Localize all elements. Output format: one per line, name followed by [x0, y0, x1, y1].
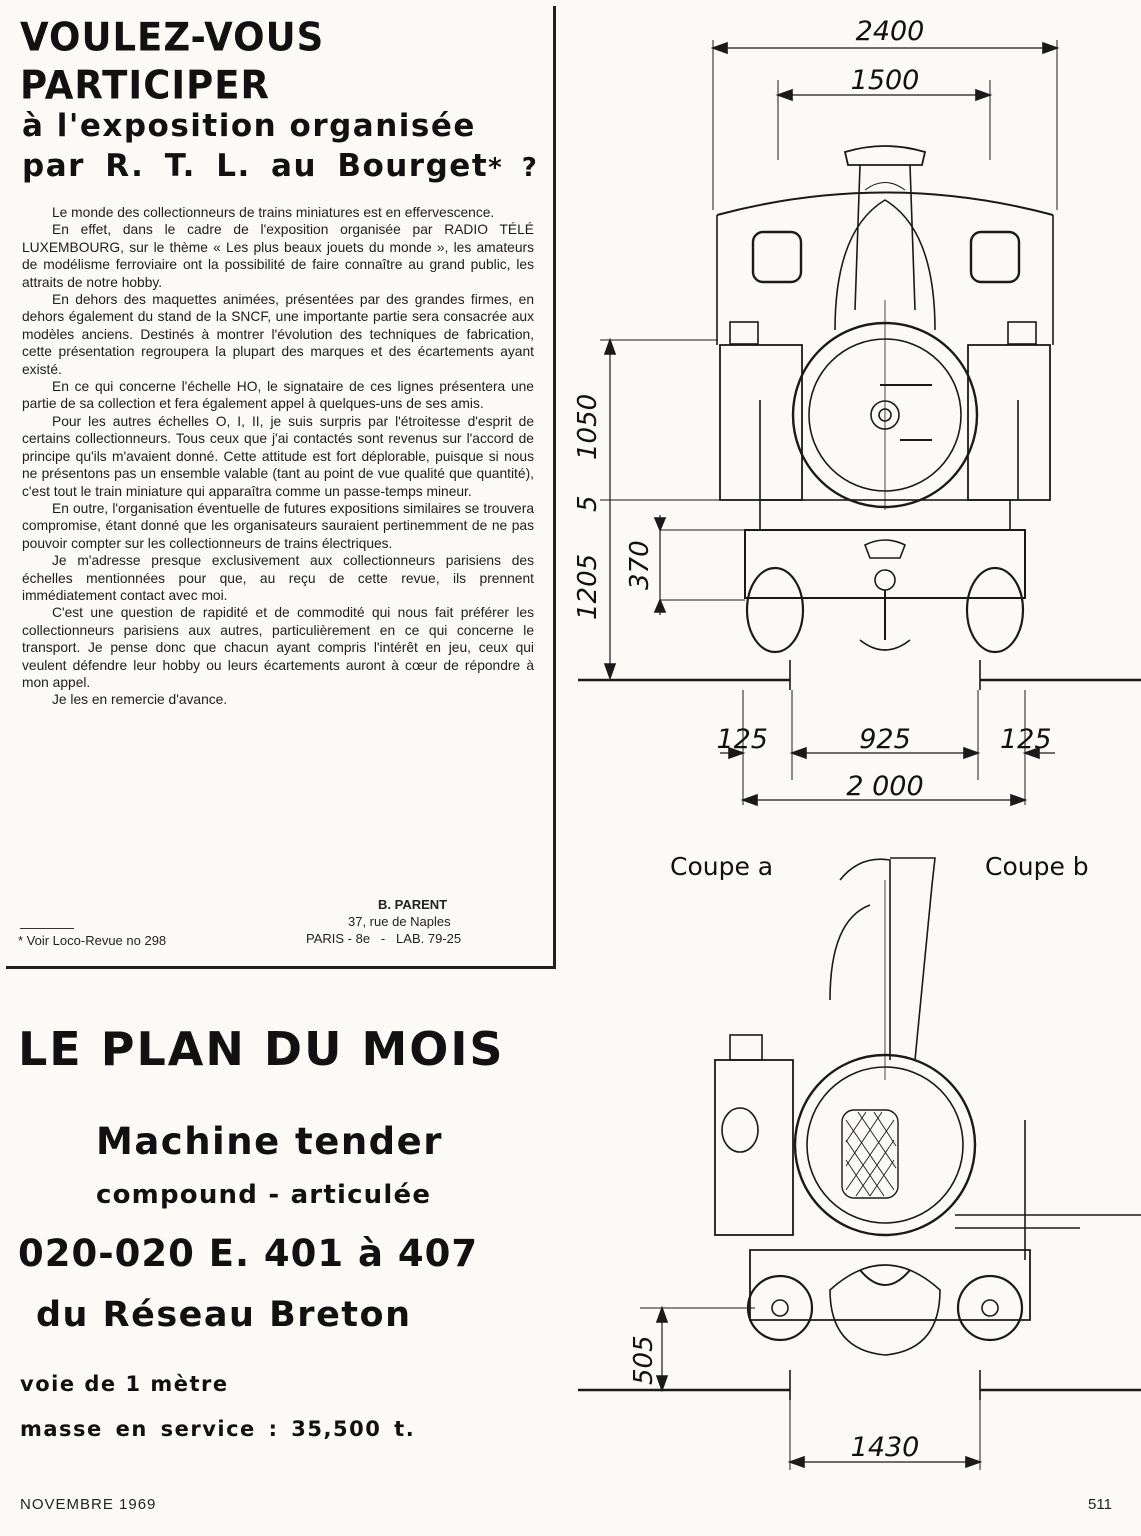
- signature-city: PARIS - 8e - LAB. 79-25: [306, 931, 462, 946]
- plan-subtitle-compound: compound - articulée: [96, 1180, 432, 1210]
- signature-name: B. PARENT: [378, 897, 448, 912]
- dim-125-right: 125: [1000, 724, 1052, 755]
- paragraph: En outre, l'organisation éventuelle de f…: [22, 500, 534, 551]
- plan-title: LE PLAN DU MOIS: [18, 1022, 505, 1076]
- signature-block: B. PARENT 37, rue de Naples PARIS - 8e -…: [306, 896, 536, 947]
- headline-line-1: VOULEZ-VOUS: [20, 14, 325, 61]
- plan-subtitle-reseau: du Réseau Breton: [36, 1295, 412, 1335]
- page-number: 511: [1088, 1496, 1112, 1513]
- footnote-rule: [20, 928, 74, 929]
- article-body: Le monde des collectionneurs de trains m…: [22, 204, 534, 709]
- dim-1050: 1050: [573, 394, 603, 460]
- plan-voie: voie de 1 mètre: [20, 1372, 229, 1396]
- headline-line-4-text: par R. T. L. au Bourget: [22, 148, 489, 184]
- footer-month: NOVEMBRE 1969: [20, 1496, 157, 1513]
- plan-subtitle-numbers: 020-020 E. 401 à 407: [18, 1232, 479, 1275]
- article-box: VOULEZ-VOUS PARTICIPER à l'exposition or…: [6, 6, 556, 969]
- paragraph: Je les en remercie d'avance.: [52, 692, 228, 708]
- paragraph: En effet, dans le cadre de l'exposition …: [22, 222, 534, 290]
- dim-1205: 1205: [573, 554, 603, 620]
- dim-1500: 1500: [851, 65, 920, 96]
- dim-5: 5: [573, 495, 603, 512]
- signature-address: 37, rue de Naples: [348, 914, 451, 929]
- locomotive-drawing: 2400 1500: [573, 16, 1141, 1470]
- dim-125-left: 125: [716, 724, 768, 755]
- dim-370: 370: [625, 540, 655, 590]
- headline-line-3: à l'exposition organisée: [22, 108, 476, 144]
- coupe-b-label: Coupe b: [985, 852, 1089, 881]
- paragraph: En dehors des maquettes animées, présent…: [22, 292, 534, 377]
- dim-1430: 1430: [851, 1432, 920, 1463]
- paragraph: En ce qui concerne l'échelle HO, le sign…: [22, 379, 534, 412]
- dim-2000: 2 000: [846, 771, 923, 802]
- plan-subtitle-machine: Machine tender: [96, 1120, 444, 1163]
- coupe-a-label: Coupe a: [670, 852, 773, 881]
- paragraph: Pour les autres échelles O, I, II, je su…: [22, 413, 534, 499]
- headline-line-2: PARTICIPER: [20, 62, 270, 109]
- headline-line-4: par R. T. L. au Bourget* ?: [22, 148, 538, 184]
- headline-marker: * ?: [488, 153, 539, 183]
- dim-2400: 2400: [856, 16, 925, 47]
- paragraph: Le monde des collectionneurs de trains m…: [52, 205, 495, 220]
- paragraph: Je m'adresse presque exclusivement aux c…: [22, 553, 534, 603]
- dim-505: 505: [629, 1335, 659, 1385]
- paragraph: C'est une question de rapidité et de com…: [22, 605, 534, 690]
- dim-925: 925: [859, 724, 911, 755]
- section-view: Coupe a Coupe b: [578, 852, 1141, 1470]
- footnote: * Voir Loco-Revue no 298: [18, 933, 167, 948]
- plan-masse: masse en service : 35,500 t.: [20, 1417, 416, 1441]
- front-view: 2400 1500: [573, 16, 1141, 807]
